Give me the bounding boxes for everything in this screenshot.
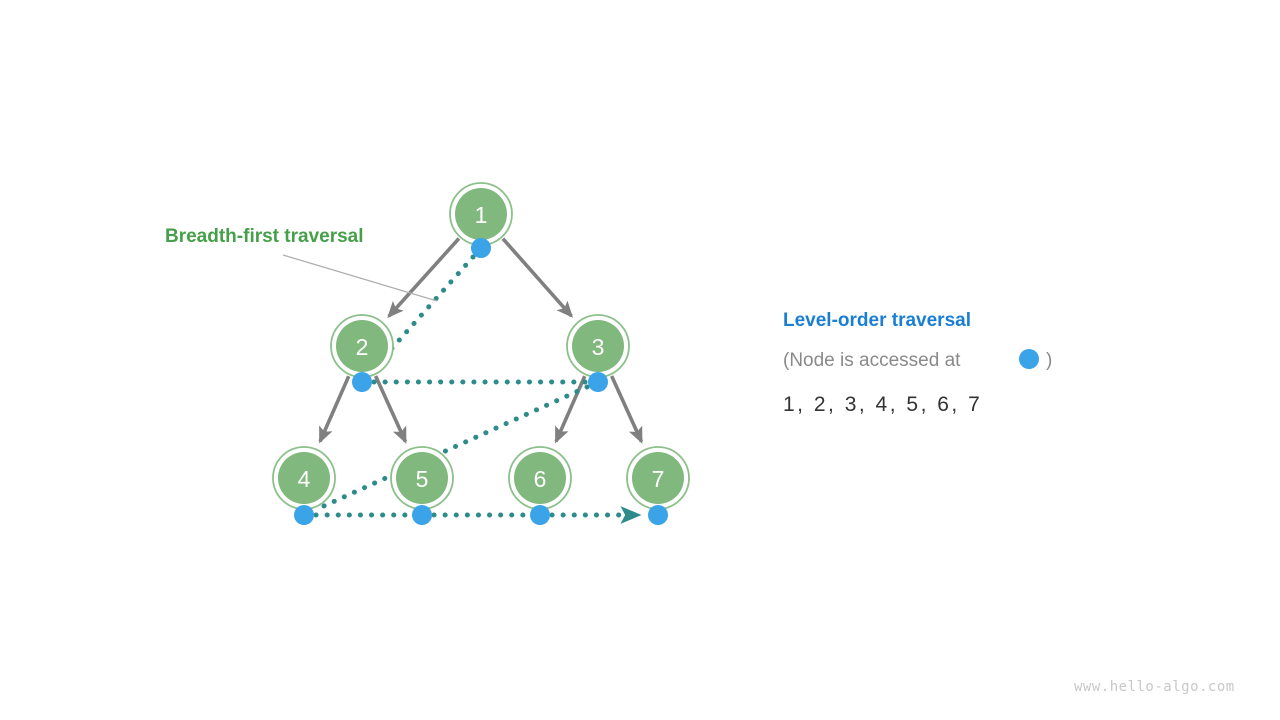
tree-node-3: 3 <box>566 314 630 378</box>
bfs-caption-label: Breadth-first traversal <box>165 226 364 247</box>
node-label: 5 <box>416 466 429 492</box>
node-disc <box>278 452 330 504</box>
tree-edge-2-4 <box>318 375 351 444</box>
node-disc <box>336 320 388 372</box>
visit-dot-6 <box>530 505 550 525</box>
tree-edge-3-7 <box>610 375 644 444</box>
tree-node-7: 7 <box>626 446 690 510</box>
visit-dot-layer <box>294 238 668 525</box>
tree-node-6: 6 <box>508 446 572 510</box>
site-watermark: www.hello-algo.com <box>1074 679 1235 695</box>
tree-edge-2-5 <box>374 375 408 444</box>
visit-dot-5 <box>412 505 432 525</box>
visit-dot-7 <box>648 505 668 525</box>
visit-dot-3 <box>588 372 608 392</box>
tree-edge-3-6 <box>554 375 587 444</box>
tree-node-1: 1 <box>449 182 513 246</box>
traversal-path-1-2 <box>367 254 476 376</box>
traversal-path-layer <box>312 254 642 524</box>
node-label: 3 <box>592 334 605 360</box>
visit-dot-1 <box>471 238 491 258</box>
visit-dot-legend-icon <box>1019 349 1039 369</box>
tree-node-4: 4 <box>272 446 336 510</box>
node-disc <box>632 452 684 504</box>
node-disc <box>572 320 624 372</box>
panel-heading: Level-order traversal <box>783 310 971 331</box>
info-panel: Level-order traversal (Node is accessed … <box>783 310 1052 416</box>
panel-note-prefix: (Node is accessed at <box>783 350 961 371</box>
node-label: 7 <box>652 466 665 492</box>
node-label: 1 <box>475 202 488 228</box>
tree-node-2: 2 <box>330 314 394 378</box>
tree-node-5: 5 <box>390 446 454 510</box>
caption-leader-line <box>282 254 438 302</box>
node-disc <box>396 452 448 504</box>
node-label: 4 <box>298 466 311 492</box>
node-disc <box>514 452 566 504</box>
panel-note-suffix: ) <box>1046 350 1052 371</box>
node-label: 2 <box>356 334 369 360</box>
tree-edge-1-3 <box>501 237 574 318</box>
visit-dot-2 <box>352 372 372 392</box>
node-label: 6 <box>534 466 547 492</box>
tree-edge-1-2 <box>387 237 461 319</box>
traversal-sequence: 1, 2, 3, 4, 5, 6, 7 <box>783 393 982 416</box>
node-disc <box>455 188 507 240</box>
tree-edge-layer <box>318 237 644 444</box>
visit-dot-4 <box>294 505 314 525</box>
